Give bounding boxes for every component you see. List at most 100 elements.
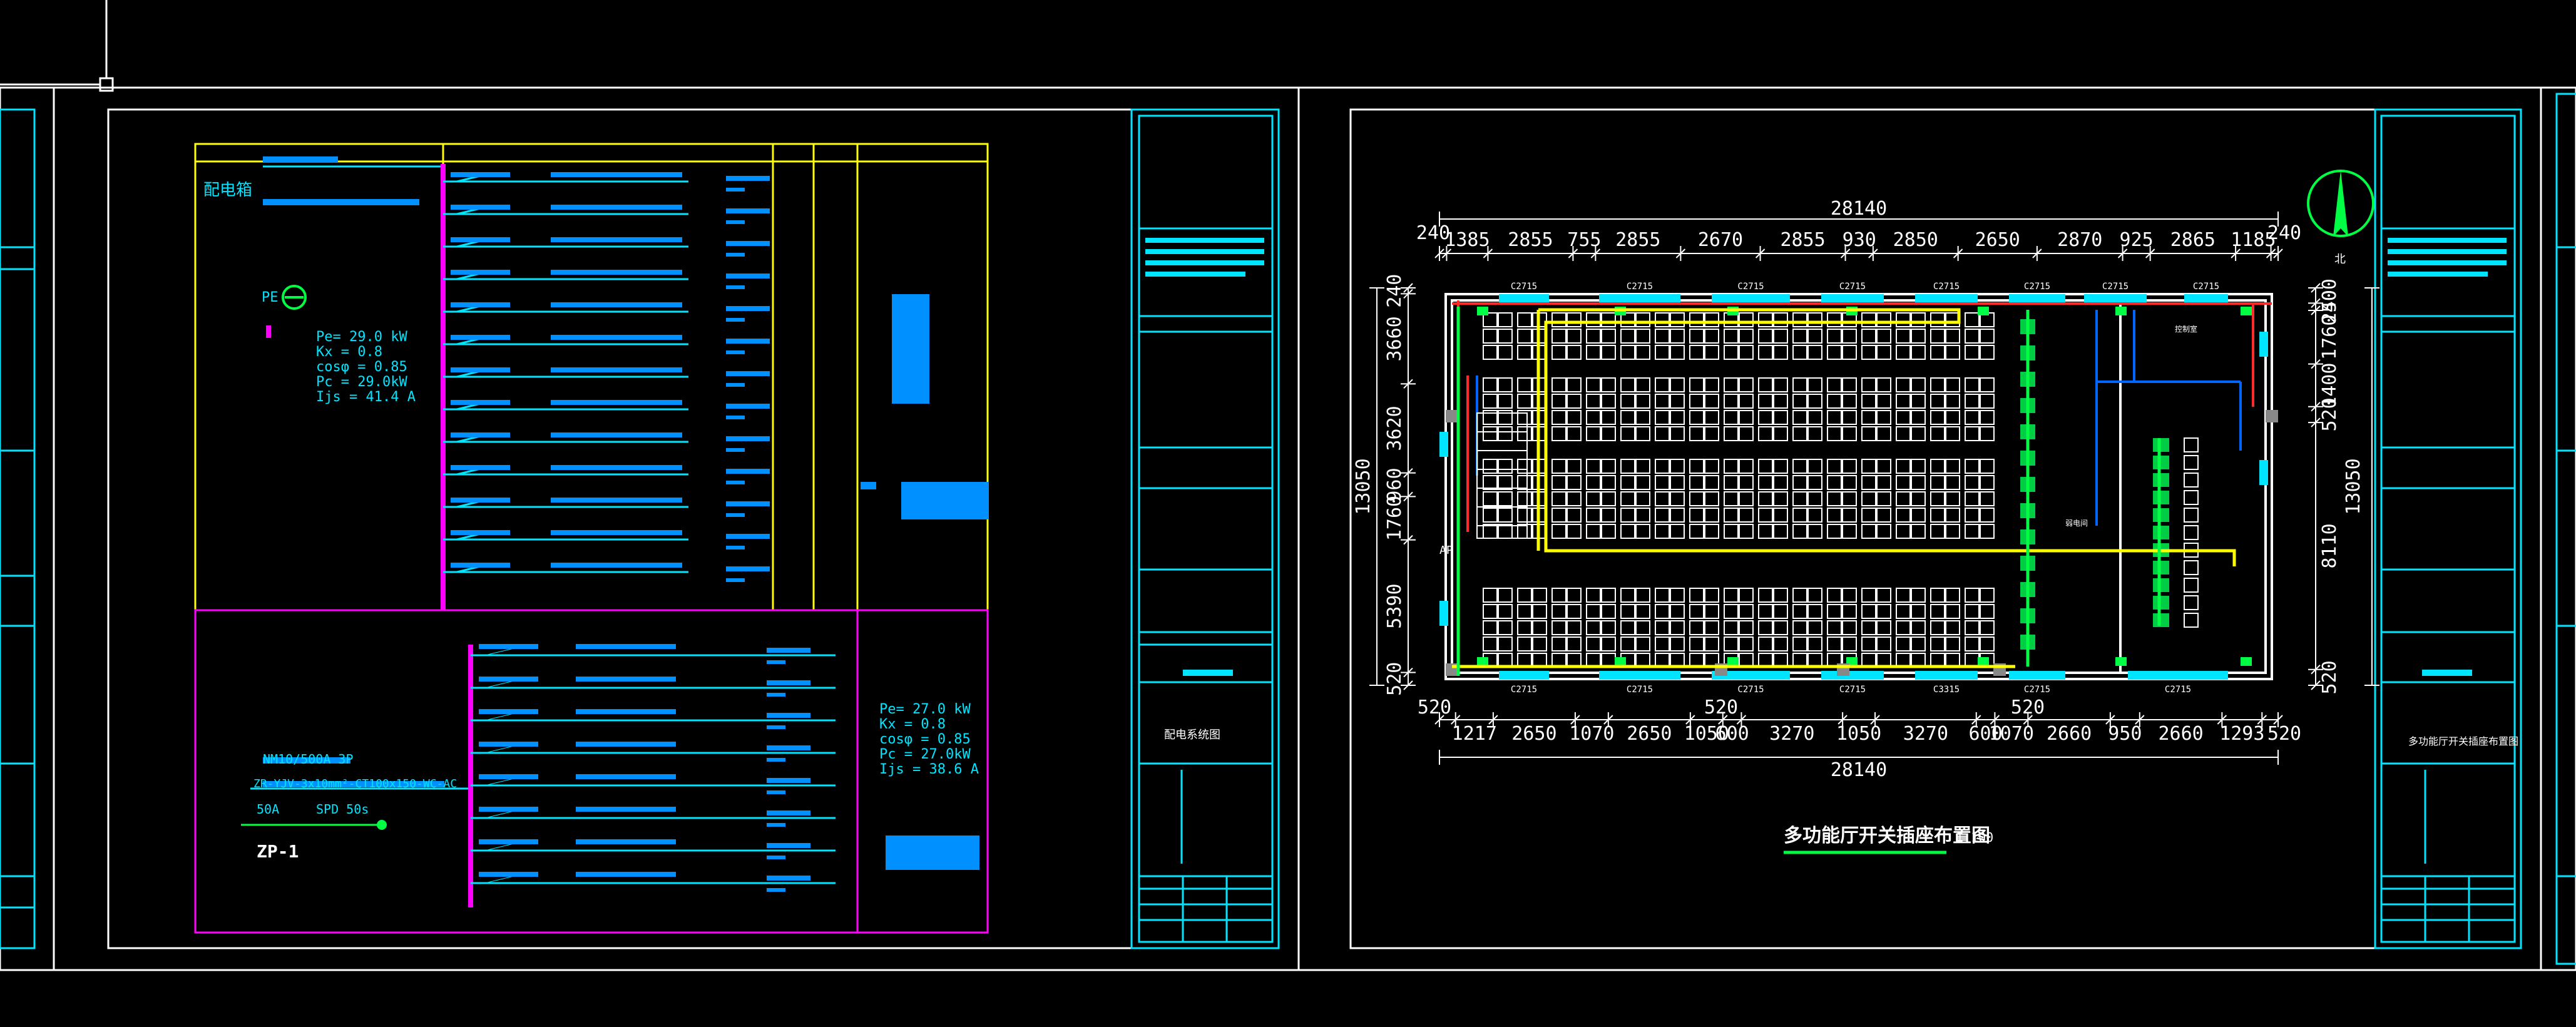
seat bbox=[1655, 426, 1670, 441]
seat bbox=[1807, 345, 1822, 360]
window-tag: C2715 bbox=[2165, 685, 2191, 695]
seat bbox=[1739, 410, 1754, 425]
seat bbox=[1670, 604, 1685, 619]
dimension-label: 3270 bbox=[1769, 723, 1814, 745]
dimension-label: 600 bbox=[1968, 723, 2002, 745]
seat bbox=[1620, 345, 1635, 360]
seat bbox=[1965, 459, 1980, 474]
seat bbox=[1498, 491, 1513, 506]
seat bbox=[1704, 345, 1719, 360]
seat bbox=[1758, 588, 1773, 603]
seat bbox=[1601, 604, 1616, 619]
seat bbox=[1739, 377, 1754, 392]
window-top bbox=[2009, 294, 2065, 303]
chair-green bbox=[2153, 596, 2169, 610]
seat bbox=[1724, 394, 1739, 409]
seat bbox=[1567, 459, 1582, 474]
seat bbox=[1930, 426, 1945, 441]
seat bbox=[1567, 508, 1582, 523]
seat bbox=[1930, 312, 1945, 327]
seat bbox=[1965, 345, 1980, 360]
seat bbox=[1758, 377, 1773, 392]
seat bbox=[1551, 426, 1567, 441]
seat bbox=[1930, 475, 1945, 490]
seat bbox=[1655, 329, 1670, 344]
dimension-label: 950 bbox=[2108, 723, 2142, 745]
seat bbox=[1792, 426, 1807, 441]
window-tag: C2715 bbox=[1511, 282, 1537, 292]
seat bbox=[1724, 345, 1739, 360]
wall-socket bbox=[2115, 307, 2127, 315]
seat bbox=[1773, 426, 1788, 441]
seat bbox=[1483, 410, 1498, 425]
seat bbox=[1517, 394, 1532, 409]
window-top bbox=[2084, 294, 2147, 303]
seat bbox=[1689, 491, 1704, 506]
seat bbox=[1945, 524, 1960, 539]
seat bbox=[1586, 620, 1601, 635]
left-title-block-text-bars bbox=[1145, 238, 1264, 676]
seat bbox=[1601, 491, 1616, 506]
seat bbox=[1792, 459, 1807, 474]
seat bbox=[1965, 475, 1980, 490]
seat bbox=[1586, 588, 1601, 603]
chair-green bbox=[2153, 526, 2169, 539]
seat bbox=[1517, 459, 1532, 474]
seat bbox=[1861, 491, 1876, 506]
upper-feeder-row bbox=[443, 530, 770, 549]
seat bbox=[1980, 410, 1995, 425]
seat bbox=[1980, 459, 1995, 474]
seat bbox=[1551, 508, 1567, 523]
seat bbox=[1842, 377, 1857, 392]
room-label-control: 控制室 bbox=[2175, 324, 2197, 334]
lower-feeder-row bbox=[471, 677, 836, 697]
seat bbox=[1911, 475, 1926, 490]
seat bbox=[1620, 588, 1635, 603]
seat bbox=[1655, 588, 1670, 603]
seat bbox=[1861, 636, 1876, 651]
load-param-text: Ijs = 41.4 A bbox=[316, 389, 416, 405]
seat bbox=[1773, 345, 1788, 360]
seat bbox=[1670, 426, 1685, 441]
panel-upper-label: 配电箱 bbox=[203, 181, 252, 200]
seat bbox=[1827, 410, 1842, 425]
dimension-label: 520 bbox=[2319, 660, 2341, 694]
incoming-breaker-label: 50A bbox=[257, 802, 279, 817]
seat bbox=[1758, 410, 1773, 425]
seat bbox=[1773, 636, 1788, 651]
wall-socket bbox=[1978, 657, 1989, 666]
seat bbox=[1965, 312, 1980, 327]
seat bbox=[1842, 508, 1857, 523]
seat bbox=[1586, 426, 1601, 441]
chair-green bbox=[2153, 456, 2169, 469]
power-circuit-green bbox=[1456, 307, 2161, 676]
seat bbox=[1827, 604, 1842, 619]
seat bbox=[1724, 475, 1739, 490]
seat bbox=[1551, 312, 1567, 327]
seat bbox=[1704, 394, 1719, 409]
seat bbox=[1689, 475, 1704, 490]
window-tag: C3315 bbox=[1933, 685, 1960, 695]
seat bbox=[1483, 508, 1498, 523]
seat bbox=[1930, 491, 1945, 506]
seat bbox=[1498, 636, 1513, 651]
seat bbox=[1896, 620, 1911, 635]
dimension-label: 2660 bbox=[2047, 723, 2092, 745]
seat bbox=[1758, 491, 1773, 506]
dimension-label: 925 bbox=[2120, 229, 2154, 251]
seat bbox=[1724, 620, 1739, 635]
seat bbox=[1635, 636, 1650, 651]
seat bbox=[1739, 604, 1754, 619]
seat bbox=[2184, 508, 2199, 523]
seat bbox=[1635, 329, 1650, 344]
seat bbox=[1620, 620, 1635, 635]
window-tag: C2715 bbox=[2193, 282, 2219, 292]
edge-dim-top-left: 240 bbox=[1416, 222, 1450, 244]
dimension-label: 2650 bbox=[1511, 723, 1556, 745]
